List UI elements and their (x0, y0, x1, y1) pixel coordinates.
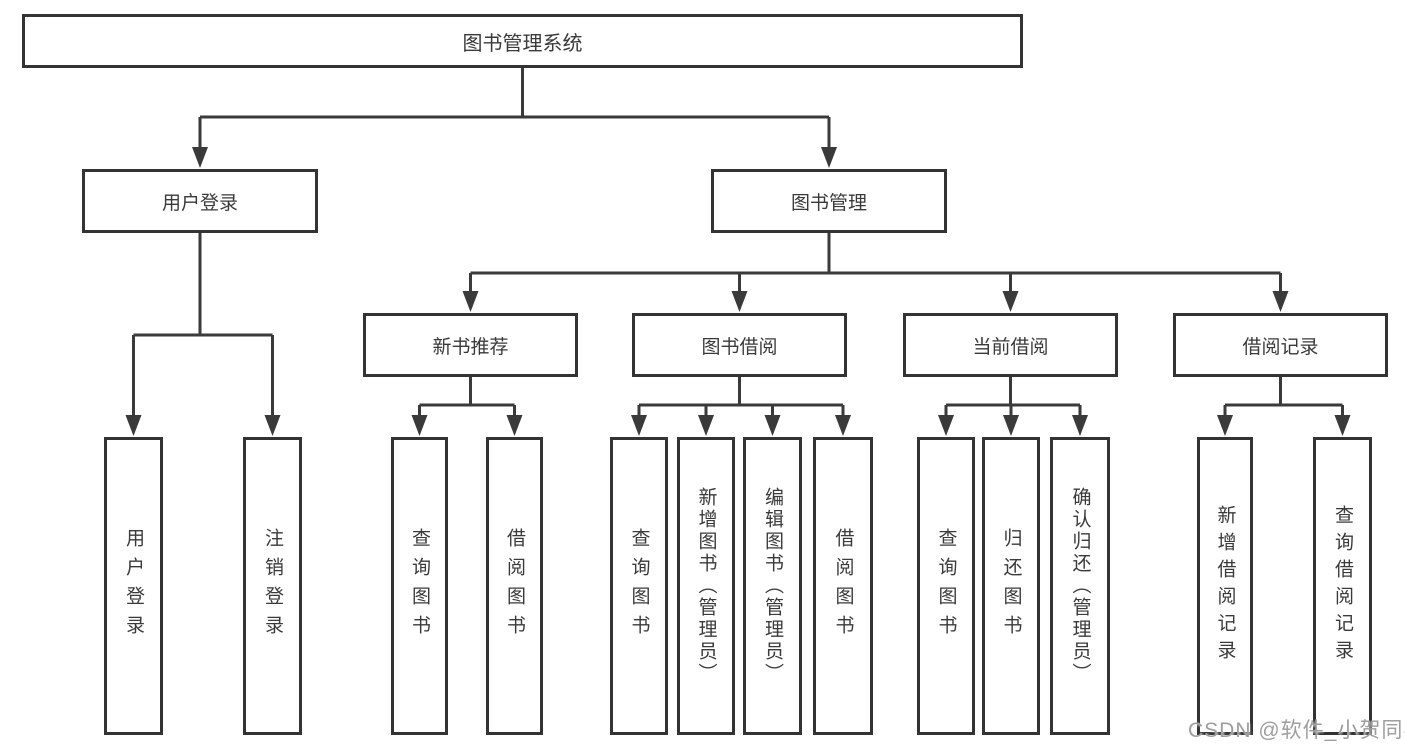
connector-current-borrowing-children (944, 377, 1082, 420)
node-book-management-label: 图书管理 (790, 192, 867, 214)
arrowhead (835, 415, 851, 436)
leaf-return-books: 归还图书 (982, 437, 1040, 735)
arrowhead (1272, 291, 1289, 312)
arrowhead (731, 291, 748, 312)
connector-user-login-children (132, 233, 274, 418)
arrowhead (698, 415, 714, 436)
leaf-newbook-query-books-label: 查询图书 (409, 528, 430, 644)
leaf-user-login: 用户登录 (104, 437, 163, 735)
leaf-add-borrow-record: 新增借阅记录 (1197, 437, 1253, 735)
leaf-logout: 注销登录 (243, 437, 302, 735)
arrowhead (764, 415, 781, 436)
arrowhead (125, 415, 142, 436)
leaf-add-books-admin: 新增图书（管理员） (677, 437, 735, 735)
arrowhead (506, 415, 523, 436)
leaf-newbook-query-books: 查询图书 (391, 437, 448, 735)
node-borrowing-records-label: 借阅记录 (1242, 336, 1319, 358)
leaf-current-query-books-label: 查询图书 (935, 528, 957, 644)
node-user-login: 用户登录 (82, 169, 318, 233)
leaf-borrowing-query-books: 查询图书 (610, 437, 668, 735)
arrowhead (411, 415, 428, 436)
leaf-logout-label: 注销登录 (262, 528, 283, 644)
leaf-edit-books-admin-label: 编辑图书（管理员） (762, 487, 783, 685)
arrowhead (631, 415, 647, 436)
leaf-add-borrow-record-label: 新增借阅记录 (1214, 505, 1236, 667)
connector-new-book-children (418, 377, 516, 420)
leaf-query-borrow-record: 查询借阅记录 (1313, 437, 1372, 735)
arrowhead (1003, 415, 1019, 436)
arrowhead (1072, 415, 1088, 436)
leaf-newbook-borrow-books: 借阅图书 (486, 437, 543, 735)
node-borrowing-records: 借阅记录 (1173, 313, 1388, 377)
node-new-book-recommend: 新书推荐 (363, 313, 578, 377)
csdn-watermark: CSDN @软件_小贺同学 (1188, 719, 1405, 742)
leaf-return-books-label: 归还图书 (1000, 528, 1022, 644)
leaf-edit-books-admin: 编辑图书（管理员） (743, 437, 802, 735)
arrowhead (1002, 291, 1019, 312)
node-new-book-recommend-label: 新书推荐 (432, 336, 509, 358)
leaf-add-books-admin-label: 新增图书（管理员） (695, 487, 717, 685)
connector-root-to-level2 (198, 68, 831, 150)
leaf-confirm-return-admin-label: 确认归还（管理员） (1069, 487, 1091, 685)
node-book-borrowing-label: 图书借阅 (701, 336, 778, 358)
leaf-user-login-label: 用户登录 (123, 528, 144, 644)
leaf-query-borrow-record-label: 查询借阅记录 (1332, 505, 1353, 667)
leaf-newbook-borrow-books-label: 借阅图书 (504, 528, 525, 644)
arrowhead (264, 415, 281, 436)
arrowhead (1217, 415, 1233, 436)
connector-book-borrowing-children (637, 377, 845, 420)
leaf-borrowing-query-books-label: 查询图书 (628, 528, 650, 644)
node-book-management: 图书管理 (711, 169, 947, 233)
leaf-borrowing-borrow-books: 借阅图书 (813, 437, 873, 735)
connector-book-management-children (469, 233, 1282, 294)
node-current-borrowing: 当前借阅 (903, 313, 1118, 377)
node-library-system-label: 图书管理系统 (462, 32, 583, 55)
node-user-login-label: 用户登录 (161, 192, 238, 214)
leaf-current-query-books: 查询图书 (917, 437, 975, 735)
connector-borrowing-records-children (1223, 377, 1344, 420)
node-current-borrowing-label: 当前借阅 (972, 336, 1049, 358)
arrowhead (462, 291, 479, 312)
node-library-system: 图书管理系统 (22, 14, 1023, 68)
leaf-confirm-return-admin: 确认归还（管理员） (1050, 437, 1110, 735)
leaf-borrowing-borrow-books-label: 借阅图书 (832, 528, 854, 644)
arrowhead (938, 415, 954, 436)
arrowhead (192, 147, 208, 168)
arrowhead (821, 147, 837, 168)
node-book-borrowing: 图书借阅 (632, 313, 847, 377)
arrowhead (1334, 415, 1351, 436)
